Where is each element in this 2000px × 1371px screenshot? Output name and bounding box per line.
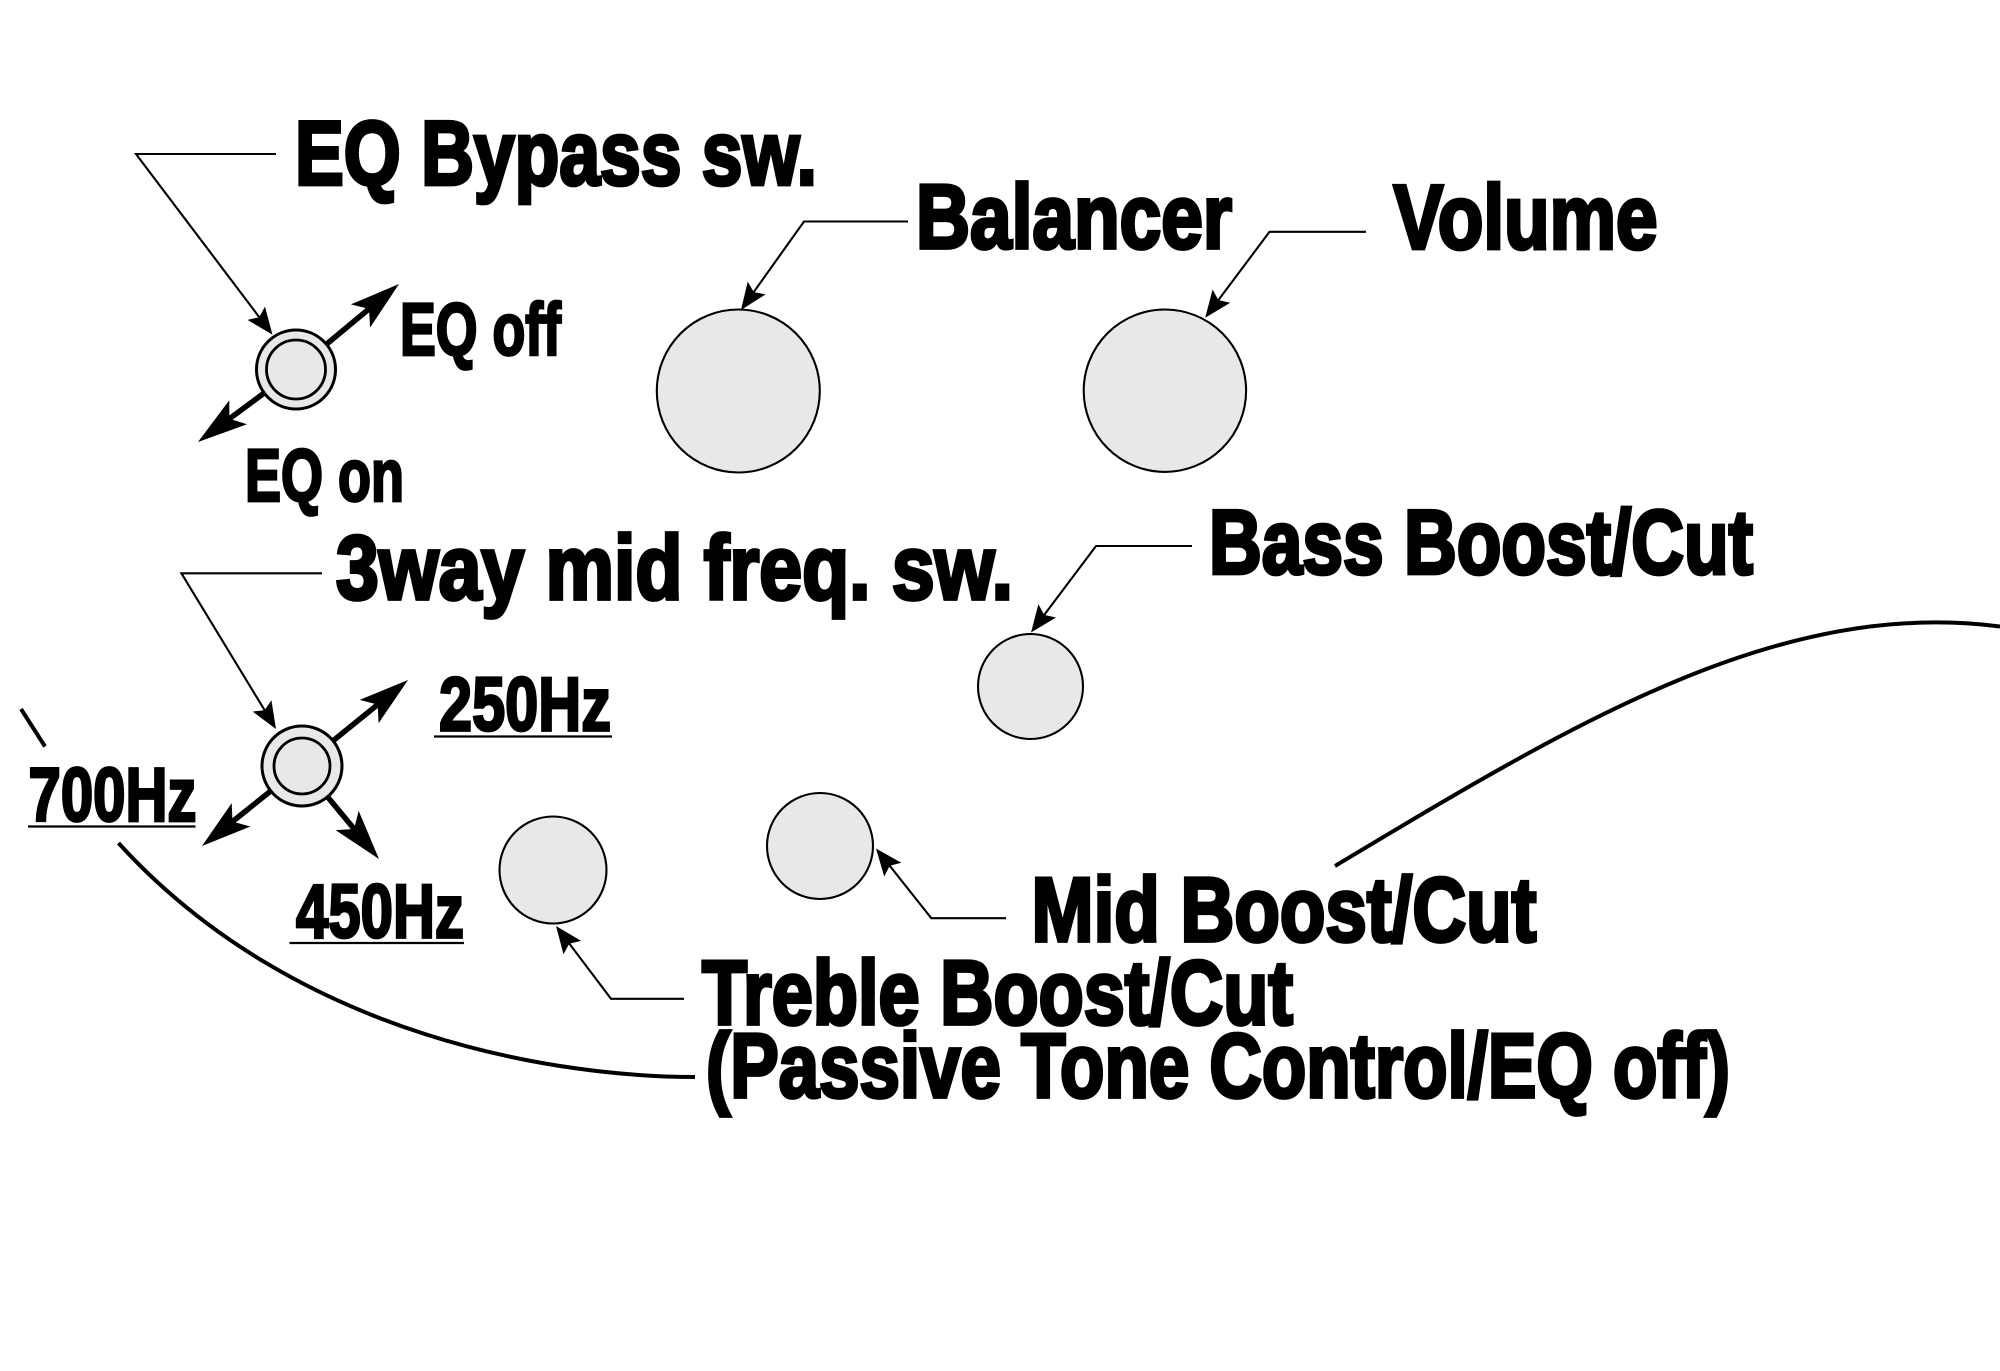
svg-text:EQ on: EQ on [245, 434, 404, 517]
svg-text:Bass Boost/Cut: Bass Boost/Cut [1209, 493, 1753, 594]
svg-text:Volume: Volume [1394, 168, 1658, 269]
svg-text:250Hz: 250Hz [439, 663, 611, 748]
svg-text:450Hz: 450Hz [296, 870, 464, 955]
svg-text:Treble Boost/Cut: Treble Boost/Cut [702, 943, 1293, 1044]
svg-text:EQ off: EQ off [400, 288, 561, 371]
svg-text:EQ Bypass sw.: EQ Bypass sw. [295, 104, 817, 205]
svg-text:(Passive Tone Control/EQ off): (Passive Tone Control/EQ off) [706, 1016, 1730, 1117]
svg-text:3way mid freq. sw.: 3way mid freq. sw. [336, 518, 1013, 619]
svg-text:700Hz: 700Hz [29, 753, 197, 838]
svg-text:Balancer: Balancer [916, 167, 1232, 268]
svg-text:Mid Boost/Cut: Mid Boost/Cut [1032, 860, 1537, 961]
